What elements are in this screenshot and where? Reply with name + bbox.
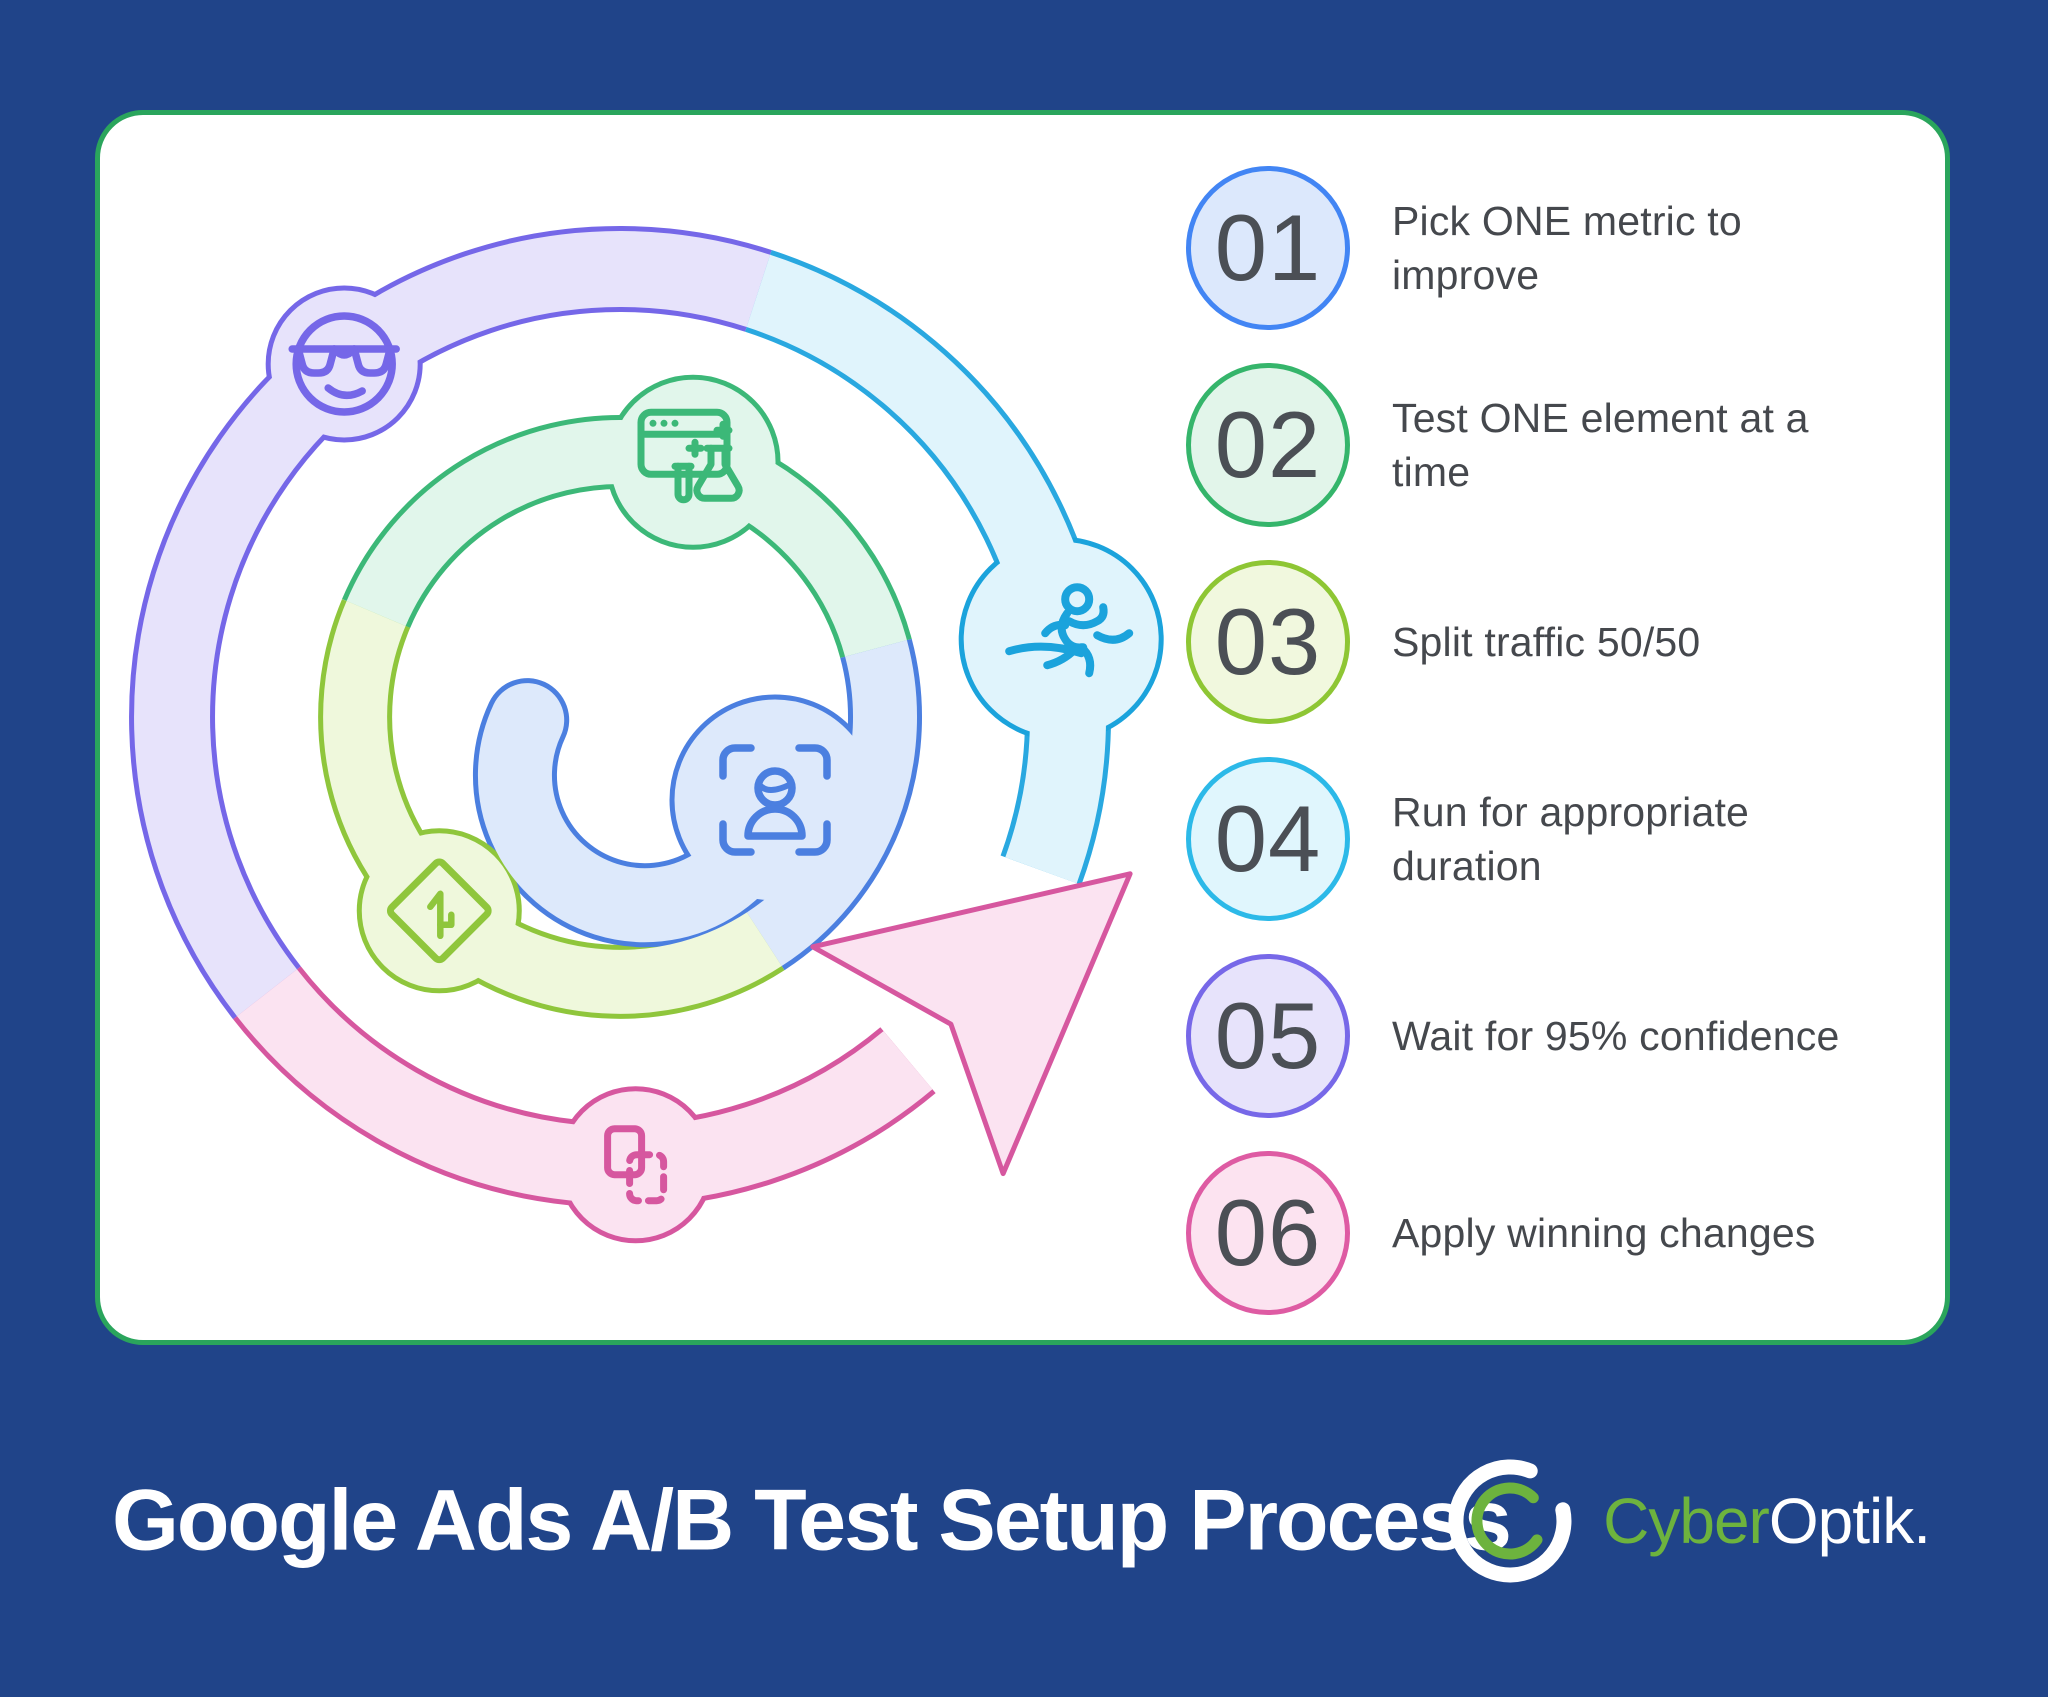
- run-duration-arc-fill: [746, 254, 1107, 884]
- step-row-04: 04 Run for appropriate duration: [1186, 752, 1842, 926]
- spiral-diagram: [129, 226, 1164, 1244]
- copy-squares-node-fill: [562, 1091, 709, 1238]
- step-row-01: 01 Pick ONE metric to improve: [1186, 161, 1842, 335]
- step-row-05: 05 Wait for 95% confidence: [1186, 949, 1842, 1123]
- logo: CyberOptik.: [1435, 1446, 1931, 1596]
- step-04-label: Run for appropriate duration: [1392, 788, 1750, 889]
- logo-inner-ring: [1471, 1482, 1543, 1560]
- step-05-badge: 05: [1186, 954, 1350, 1118]
- logo-text-primary: Cyber: [1603, 1485, 1770, 1557]
- wait-confidence-arc-fill: [134, 231, 771, 1017]
- step-02-badge: 02: [1186, 363, 1350, 527]
- step-04-badge: 04: [1186, 757, 1350, 921]
- step-06-badge: 06: [1186, 1151, 1350, 1315]
- step-05-label: Wait for 95% confidence: [1392, 1012, 1840, 1059]
- step-06-label: Apply winning changes: [1392, 1209, 1816, 1256]
- step-03-badge: 03: [1186, 560, 1350, 724]
- page-title: Google Ads A/B Test Setup Process: [112, 1472, 1512, 1569]
- logo-mark: [1448, 1459, 1572, 1583]
- logo-text-secondary: Optik.: [1768, 1485, 1931, 1557]
- steps-list: 01 Pick ONE metric to improve 02 Test ONE e…: [100, 115, 1945, 1340]
- step-row-02: 02 Test ONE element at a time: [1186, 358, 1842, 532]
- step-01-badge: 01: [1186, 166, 1350, 330]
- step-row-06: 06 Apply winning changes: [1186, 1146, 1842, 1320]
- step-row-03: 03 Split traffic 50/50: [1186, 555, 1842, 729]
- content-card: 01 Pick ONE metric to improve 02 Test ONE e…: [95, 110, 1950, 1345]
- step-02-label: Test ONE element at a time: [1392, 394, 1809, 495]
- arrow-head: [810, 871, 1133, 1177]
- step-03-label: Split traffic 50/50: [1392, 618, 1701, 665]
- bottom-bar: Google Ads A/B Test Setup Process CyberO…: [0, 1345, 2048, 1697]
- logo-text: CyberOptik.: [1603, 1484, 1931, 1558]
- logo-outer-ring: [1448, 1459, 1572, 1583]
- step-01-label: Pick ONE metric to improve: [1392, 197, 1742, 298]
